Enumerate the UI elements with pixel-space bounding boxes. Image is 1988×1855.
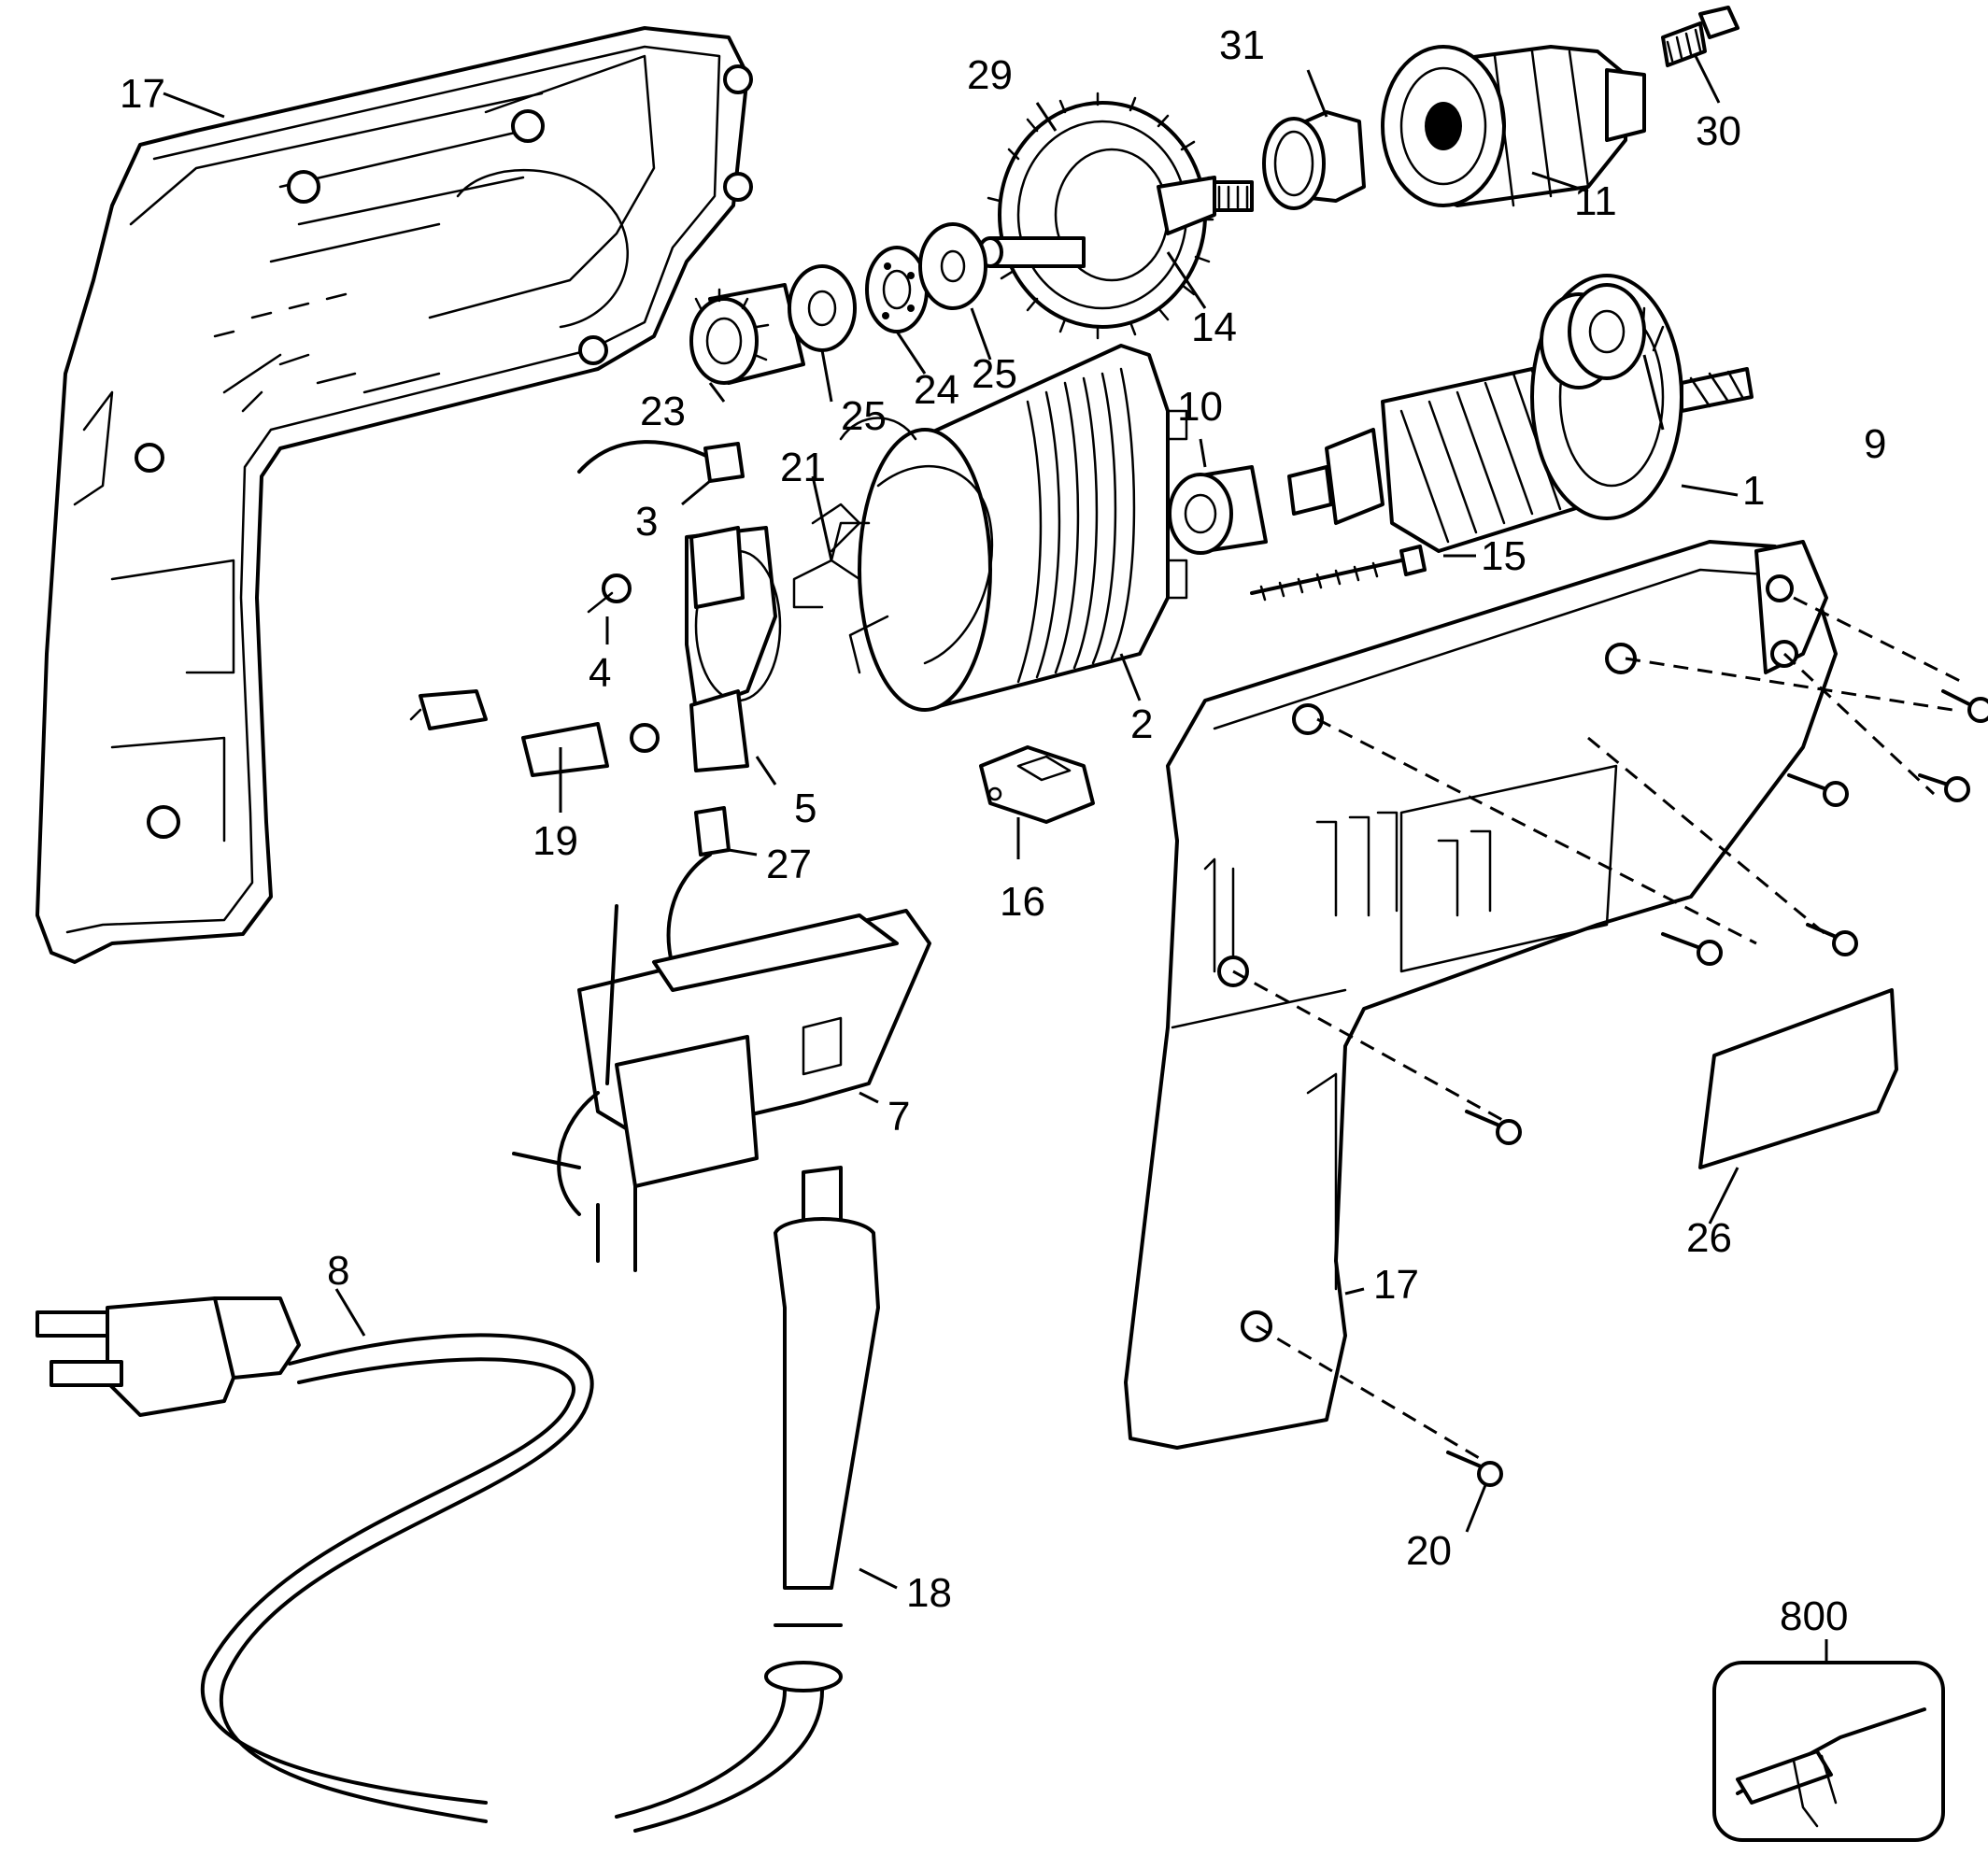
armature-1 [1287,274,1754,553]
washer-25a [788,264,857,352]
cord-protector-18 [615,1166,880,1833]
bearing-9 [1540,283,1646,389]
part-label-16: 16 [1000,879,1045,925]
part-label-31: 31 [1219,22,1265,68]
brush-lead-3 [577,440,745,483]
screw-15 [1250,545,1427,602]
brush-holder-5 [685,526,782,772]
part-label-14: 14 [1191,304,1237,350]
screw-e [1806,923,1858,956]
washer-25b [918,222,987,310]
gear-29 [977,92,1254,340]
spring-4 [587,573,632,614]
part-label-20: 20 [1406,1528,1452,1574]
spacer-31 [1262,110,1366,210]
part-number-labels: 17 31 29 30 11 14 25 25 24 23 10 9 1 3 2… [120,22,1886,1639]
screw-b [1918,773,1970,802]
part-label-1: 1 [1742,468,1765,514]
switch-7 [512,904,931,1272]
part-label-11: 11 [1574,178,1617,224]
part-label-18: 18 [906,1570,952,1616]
part-label-24: 24 [914,367,959,413]
inset-800 [1712,1661,1945,1842]
part-label-3: 3 [635,499,658,545]
chuck-11 [1381,45,1646,207]
part-label-19: 19 [532,818,578,864]
screw-f [1465,1110,1522,1145]
field-stator-2 [792,344,1188,712]
switch-lever-19 [409,689,660,777]
part-label-9: 9 [1864,421,1886,467]
part-label-25b: 25 [972,351,1017,397]
bearing-23 [689,283,805,385]
bearing-10 [1168,465,1268,555]
part-label-26: 26 [1686,1215,1732,1261]
label-26 [1698,988,1898,1169]
part-label-29: 29 [967,52,1013,98]
part-label-21: 21 [780,445,826,490]
part-label-23: 23 [640,389,686,434]
screw-30 [1661,6,1740,67]
cord-clamp-16 [979,745,1095,824]
part-label-17b: 17 [1373,1262,1419,1308]
part-label-5: 5 [794,786,816,831]
part-label-30: 30 [1696,108,1741,154]
screw-a [1941,689,1988,723]
screw-g [1446,1451,1503,1487]
clutch-plate-24 [865,246,929,333]
screw-d [1661,932,1723,966]
brush-21 [811,503,861,553]
part-label-15: 15 [1481,533,1526,579]
power-cord-8 [36,1296,594,1823]
part-label-2: 2 [1130,701,1153,747]
part-label-25a: 25 [841,393,887,439]
part-label-7: 7 [888,1094,910,1140]
housing-left-half [36,26,753,964]
part-label-4: 4 [589,650,611,696]
housing-right-half [1124,540,1838,1450]
part-label-800: 800 [1780,1593,1848,1639]
screw-c [1787,773,1849,807]
part-label-17a: 17 [120,71,165,117]
part-label-8: 8 [327,1248,349,1294]
part-label-27: 27 [766,842,812,887]
leader-lines [163,55,1828,1663]
assembly-screws-20 [1232,596,1988,1487]
part-label-10: 10 [1177,384,1223,430]
